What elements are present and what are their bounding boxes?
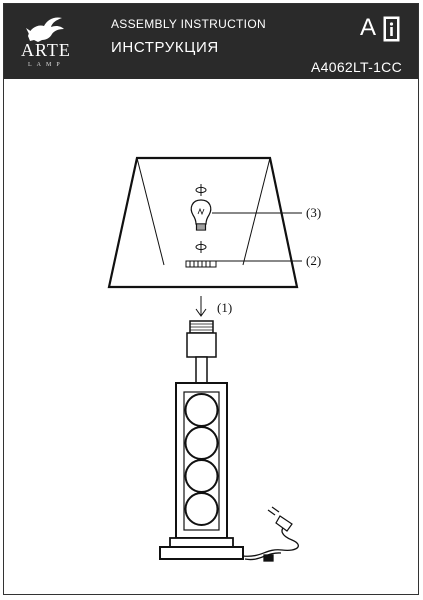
info-book-icon xyxy=(383,16,400,42)
brand-subtitle: LAMP xyxy=(28,62,65,68)
phi-symbol-bottom xyxy=(195,241,207,253)
light-bulb-icon xyxy=(190,199,212,231)
header-bar: ARTE LAMP ASSEMBLY INSTRUCTION ИНСТРУКЦИ… xyxy=(4,4,418,79)
ring-nut xyxy=(185,260,217,268)
lamp-shade xyxy=(107,156,299,289)
callout-2: (2) xyxy=(306,253,321,268)
badge-letter: A xyxy=(360,14,377,41)
cord-switch-icon xyxy=(263,554,274,562)
griffin-logo-icon xyxy=(26,17,64,42)
title-english: ASSEMBLY INSTRUCTION xyxy=(111,17,266,31)
power-cord xyxy=(242,523,299,562)
plug-icon xyxy=(267,506,293,532)
phi-symbol-top xyxy=(195,184,207,196)
title-russian: ИНСТРУКЦИЯ xyxy=(111,39,219,56)
callout-1: (1) xyxy=(217,300,232,315)
model-number: A4062LT-1CC xyxy=(311,59,402,75)
lamp-base xyxy=(159,320,244,560)
down-arrow-icon xyxy=(195,296,207,317)
brand-name: ARTE xyxy=(21,40,71,60)
callout-3: (3) xyxy=(306,205,321,220)
